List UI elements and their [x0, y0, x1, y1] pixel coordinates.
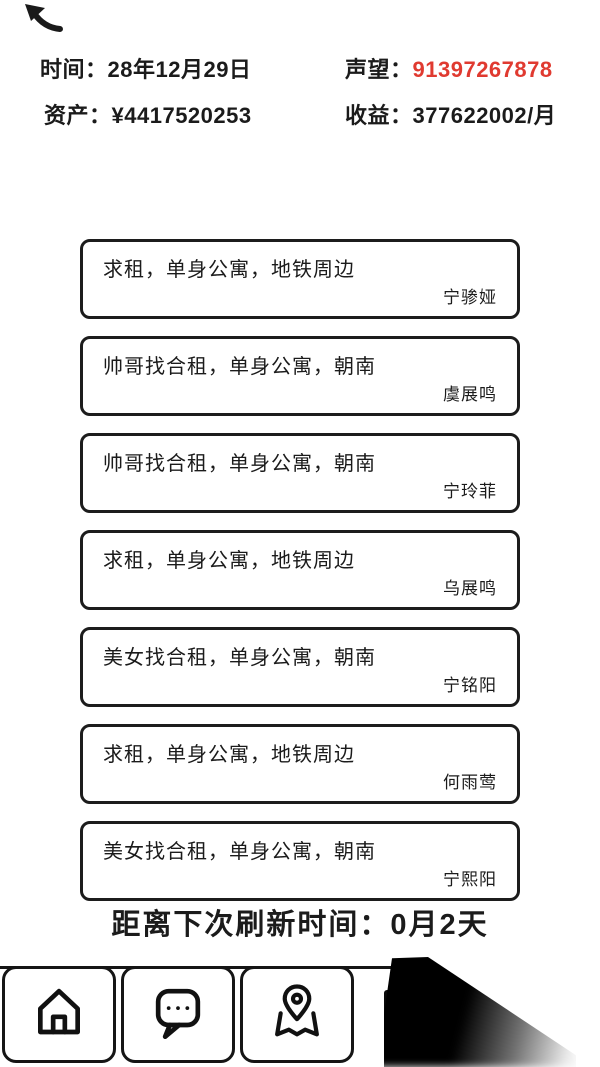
listing-title: 帅哥找合租，单身公寓，朝南: [103, 453, 376, 475]
listing-tenant-name: 宁玲菲: [443, 482, 497, 501]
chat-bubble-icon: [150, 983, 206, 1039]
obscured-icon[interactable]: [384, 990, 408, 1048]
bottom-nav: [0, 966, 600, 1067]
map-pin-icon: [269, 983, 325, 1039]
listing-card[interactable]: 求租，单身公寓，地铁周边 乌展鸣: [80, 530, 520, 610]
listing-title: 求租，单身公寓，地铁周边: [103, 259, 355, 281]
listing-tenant-name: 宁熙阳: [443, 870, 497, 889]
stat-income-value: 377622002/月: [412, 103, 557, 128]
stat-fame-value: 91397267878: [412, 57, 553, 82]
stat-fame: 声望：91397267878: [345, 57, 553, 82]
listing-card[interactable]: 求租，单身公寓，地铁周边 何雨莺: [80, 724, 520, 804]
stat-time: 时间：28年12月29日: [40, 57, 251, 82]
listing-title: 美女找合租，单身公寓，朝南: [103, 647, 376, 669]
listing-card[interactable]: 帅哥找合租，单身公寓，朝南 虞展鸣: [80, 336, 520, 416]
listing-card[interactable]: 帅哥找合租，单身公寓，朝南 宁玲菲: [80, 433, 520, 513]
listing-title: 帅哥找合租，单身公寓，朝南: [103, 356, 376, 378]
nav-home-button[interactable]: [2, 966, 116, 1063]
stat-income-label: 收益：: [345, 103, 413, 128]
listing-tenant-name: 宁铭阳: [443, 676, 497, 695]
listing-title: 美女找合租，单身公寓，朝南: [103, 841, 376, 863]
listing-tenant-name: 宁骖娅: [443, 288, 497, 307]
stat-asset-label: 资产：: [44, 103, 112, 128]
stat-fame-label: 声望：: [345, 57, 413, 82]
stat-income: 收益：377622002/月: [345, 103, 556, 128]
stat-time-value: 28年12月29日: [107, 57, 252, 82]
refresh-countdown: 距离下次刷新时间：0月2天: [111, 909, 489, 941]
listing-tenant-name: 何雨莺: [443, 773, 497, 792]
listing-tenant-name: 乌展鸣: [443, 579, 497, 598]
listing-tenant-name: 虞展鸣: [443, 385, 497, 404]
stat-asset: 资产：¥4417520253: [44, 103, 252, 128]
stat-asset-value: ¥4417520253: [111, 103, 252, 128]
listing-card[interactable]: 美女找合租，单身公寓，朝南 宁铭阳: [80, 627, 520, 707]
listing-title: 求租，单身公寓，地铁周边: [103, 550, 355, 572]
nav-map-button[interactable]: [240, 966, 354, 1063]
back-arrow-icon[interactable]: [22, 2, 64, 36]
home-icon: [31, 983, 87, 1039]
listing-card[interactable]: 求租，单身公寓，地铁周边 宁骖娅: [80, 239, 520, 319]
listing-title: 求租，单身公寓，地铁周边: [103, 744, 355, 766]
listing-list: 求租，单身公寓，地铁周边 宁骖娅 帅哥找合租，单身公寓，朝南 虞展鸣 帅哥找合租…: [80, 239, 520, 901]
stat-time-label: 时间：: [40, 57, 108, 82]
listing-card[interactable]: 美女找合租，单身公寓，朝南 宁熙阳: [80, 821, 520, 901]
nav-chat-button[interactable]: [121, 966, 235, 1063]
